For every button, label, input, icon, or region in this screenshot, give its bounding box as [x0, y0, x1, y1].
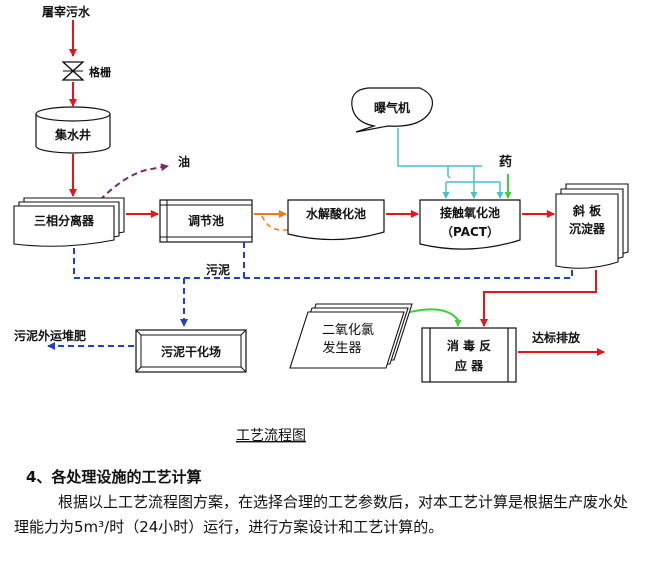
diagram-caption: 工艺流程图: [236, 428, 306, 444]
disinfection-reactor: [421, 327, 517, 383]
input-label: 屠宰污水: [42, 4, 91, 19]
flow-oil: [99, 163, 169, 201]
flow-chlorine: [409, 308, 462, 327]
discharge-label: 达标排放: [532, 330, 581, 345]
flow-sludge: [47, 242, 573, 350]
chlorine-generator-sublabel: 发生器: [322, 340, 361, 356]
sludge-out-label: 污泥外运堆肥: [14, 328, 86, 343]
screen-label: 格栅: [89, 65, 111, 79]
separator-label: 三相分离器: [34, 213, 95, 228]
contact-tank: [419, 199, 521, 250]
process-flow-diagram: 屠宰污水 格栅 集水井 油 三相分离器 调节池 水解酸化池 曝: [13, 4, 629, 444]
hydrolysis-tank: [287, 199, 385, 241]
settler-sublabel: 沉淀器: [569, 221, 606, 236]
settler-label: 斜 板: [572, 203, 602, 218]
contact-tank-label: 接触氧化池: [440, 205, 500, 220]
regulating-tank: [159, 199, 253, 243]
hydrolysis-tank-label: 水解酸化池: [306, 206, 366, 221]
flow-settler-to-disinfection: [480, 270, 597, 327]
chemical-label: 药: [499, 154, 512, 170]
chlorine-generator: [289, 303, 413, 369]
regulating-tank-label: 调节池: [188, 213, 224, 228]
contact-tank-sublabel: （PACT）: [441, 224, 499, 239]
flow-orange-dashed: [261, 215, 339, 234]
drying-bed: [135, 329, 247, 373]
aerator-label: 曝气机: [374, 100, 410, 115]
aerator: [351, 87, 433, 133]
section-heading: 4、各处理设施的工艺计算: [26, 468, 202, 486]
sludge-label: 污泥: [206, 262, 230, 277]
disinfection-label: 消 毒 反: [447, 338, 491, 353]
section-paragraph: 根据以上工艺流程图方案，在选择合理的工艺参数后，对本工艺计算是根据生产废水处理能…: [14, 493, 629, 536]
disinfection-sublabel: 应 器: [455, 358, 484, 373]
chlorine-generator-label: 二氧化氯: [322, 323, 374, 338]
section-body: 根据以上工艺流程图方案，在选择合理的工艺参数后，对本工艺计算是根据生产废水处理能…: [14, 490, 634, 540]
separator-shape: [13, 197, 125, 247]
drying-bed-label: 污泥干化场: [161, 344, 221, 359]
settler-shape: [555, 183, 629, 269]
collection-well-label: 集水井: [54, 127, 91, 142]
flow-air: [397, 128, 504, 199]
screen-valve-icon: [61, 61, 85, 81]
collection-well: [35, 106, 111, 154]
oil-label: 油: [178, 154, 190, 169]
